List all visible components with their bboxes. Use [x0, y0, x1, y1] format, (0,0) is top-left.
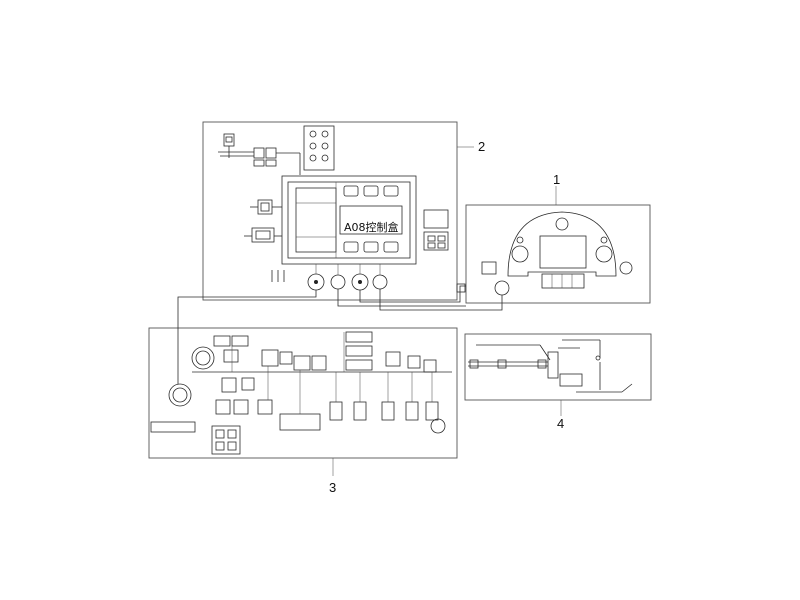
- panel-3-components: [211, 331, 446, 455]
- emergency-module: [423, 209, 449, 251]
- panel-1-frame: [465, 204, 651, 304]
- panel-2: 2: [202, 121, 485, 301]
- callout-4-label: 4: [557, 416, 564, 431]
- panel-2-connectors: [271, 264, 388, 291]
- dash-connector: [494, 280, 510, 296]
- a08-control-box: A08控制盒: [281, 175, 417, 265]
- instrument-cluster: [481, 211, 633, 289]
- panel-3-frame: [148, 327, 458, 459]
- callout-1-label: 1: [553, 172, 560, 187]
- panel-1: 1: [465, 172, 651, 304]
- callout-3-label: 3: [329, 480, 336, 495]
- switch-group-top: [303, 125, 335, 171]
- panel-2-frame: [202, 121, 458, 301]
- round-connector-top: [191, 346, 215, 370]
- panel-4-frame: [464, 333, 652, 401]
- callout-2-label: 2: [478, 139, 485, 154]
- round-connector-bottom: [168, 383, 192, 407]
- panel-4: 4: [464, 333, 652, 431]
- control-box-title: A08控制盒: [344, 220, 399, 234]
- panel-3: 3: [148, 327, 458, 495]
- interconnect-wires: [177, 283, 503, 384]
- panel-4-components: [468, 339, 633, 393]
- battery-block: [150, 421, 196, 433]
- relay-cluster: [218, 133, 301, 175]
- relay-left: [244, 199, 282, 243]
